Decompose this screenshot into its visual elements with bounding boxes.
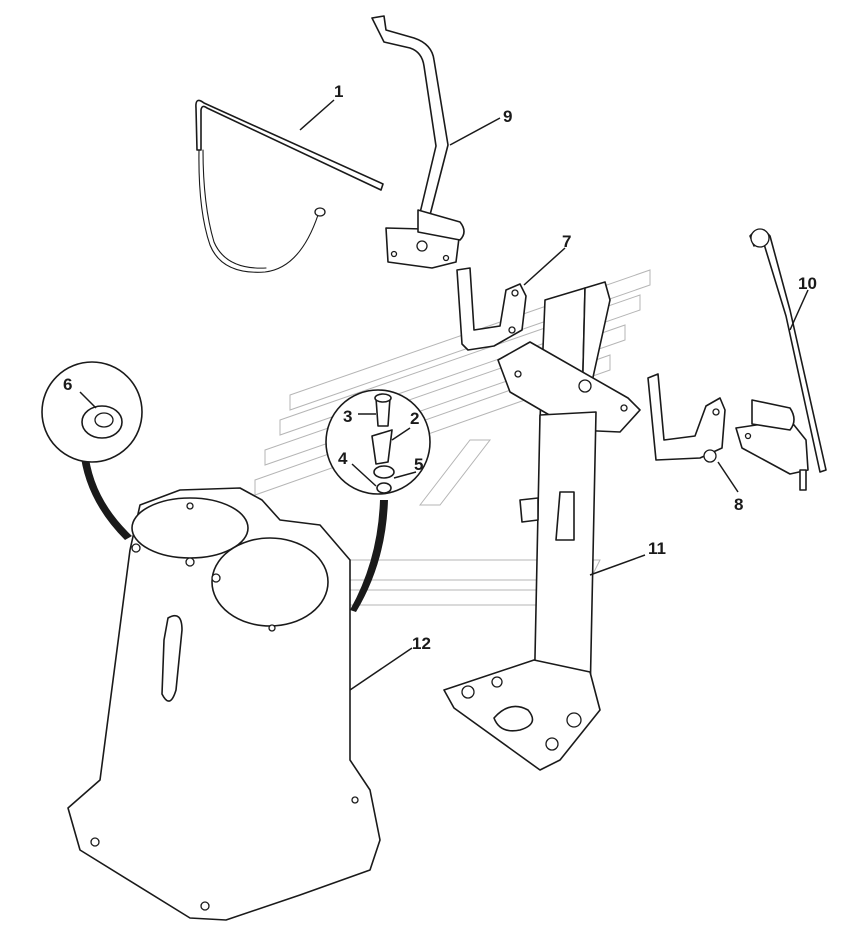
callout-9: 9 — [503, 107, 512, 126]
part-11-upright-support — [443, 281, 641, 771]
callout-1: 1 — [334, 82, 343, 101]
part-9-lever — [371, 15, 465, 269]
part-1-rod-with-cable — [195, 99, 384, 273]
callout-2: 2 — [410, 409, 419, 428]
callout-4: 4 — [338, 449, 348, 468]
callout-3: 3 — [343, 407, 352, 426]
callout-11: 11 — [648, 539, 666, 558]
callout-10: 10 — [798, 274, 817, 293]
part-12-housing — [67, 487, 381, 921]
callout-12: 12 — [412, 634, 431, 653]
part-10-lever — [735, 228, 827, 491]
callout-8: 8 — [734, 495, 743, 514]
callout-5: 5 — [414, 455, 423, 474]
part-7-bracket — [456, 267, 527, 351]
callout-6: 6 — [63, 375, 72, 394]
leader-lines — [79, 99, 809, 691]
callout-labels: 1 2 3 4 5 6 7 8 9 10 11 12 — [63, 82, 817, 653]
callout-7: 7 — [562, 232, 571, 251]
part-8-bracket — [647, 373, 726, 463]
detail-circle-parts-2-5 — [325, 389, 431, 612]
detail-circle-part-6 — [41, 361, 143, 540]
